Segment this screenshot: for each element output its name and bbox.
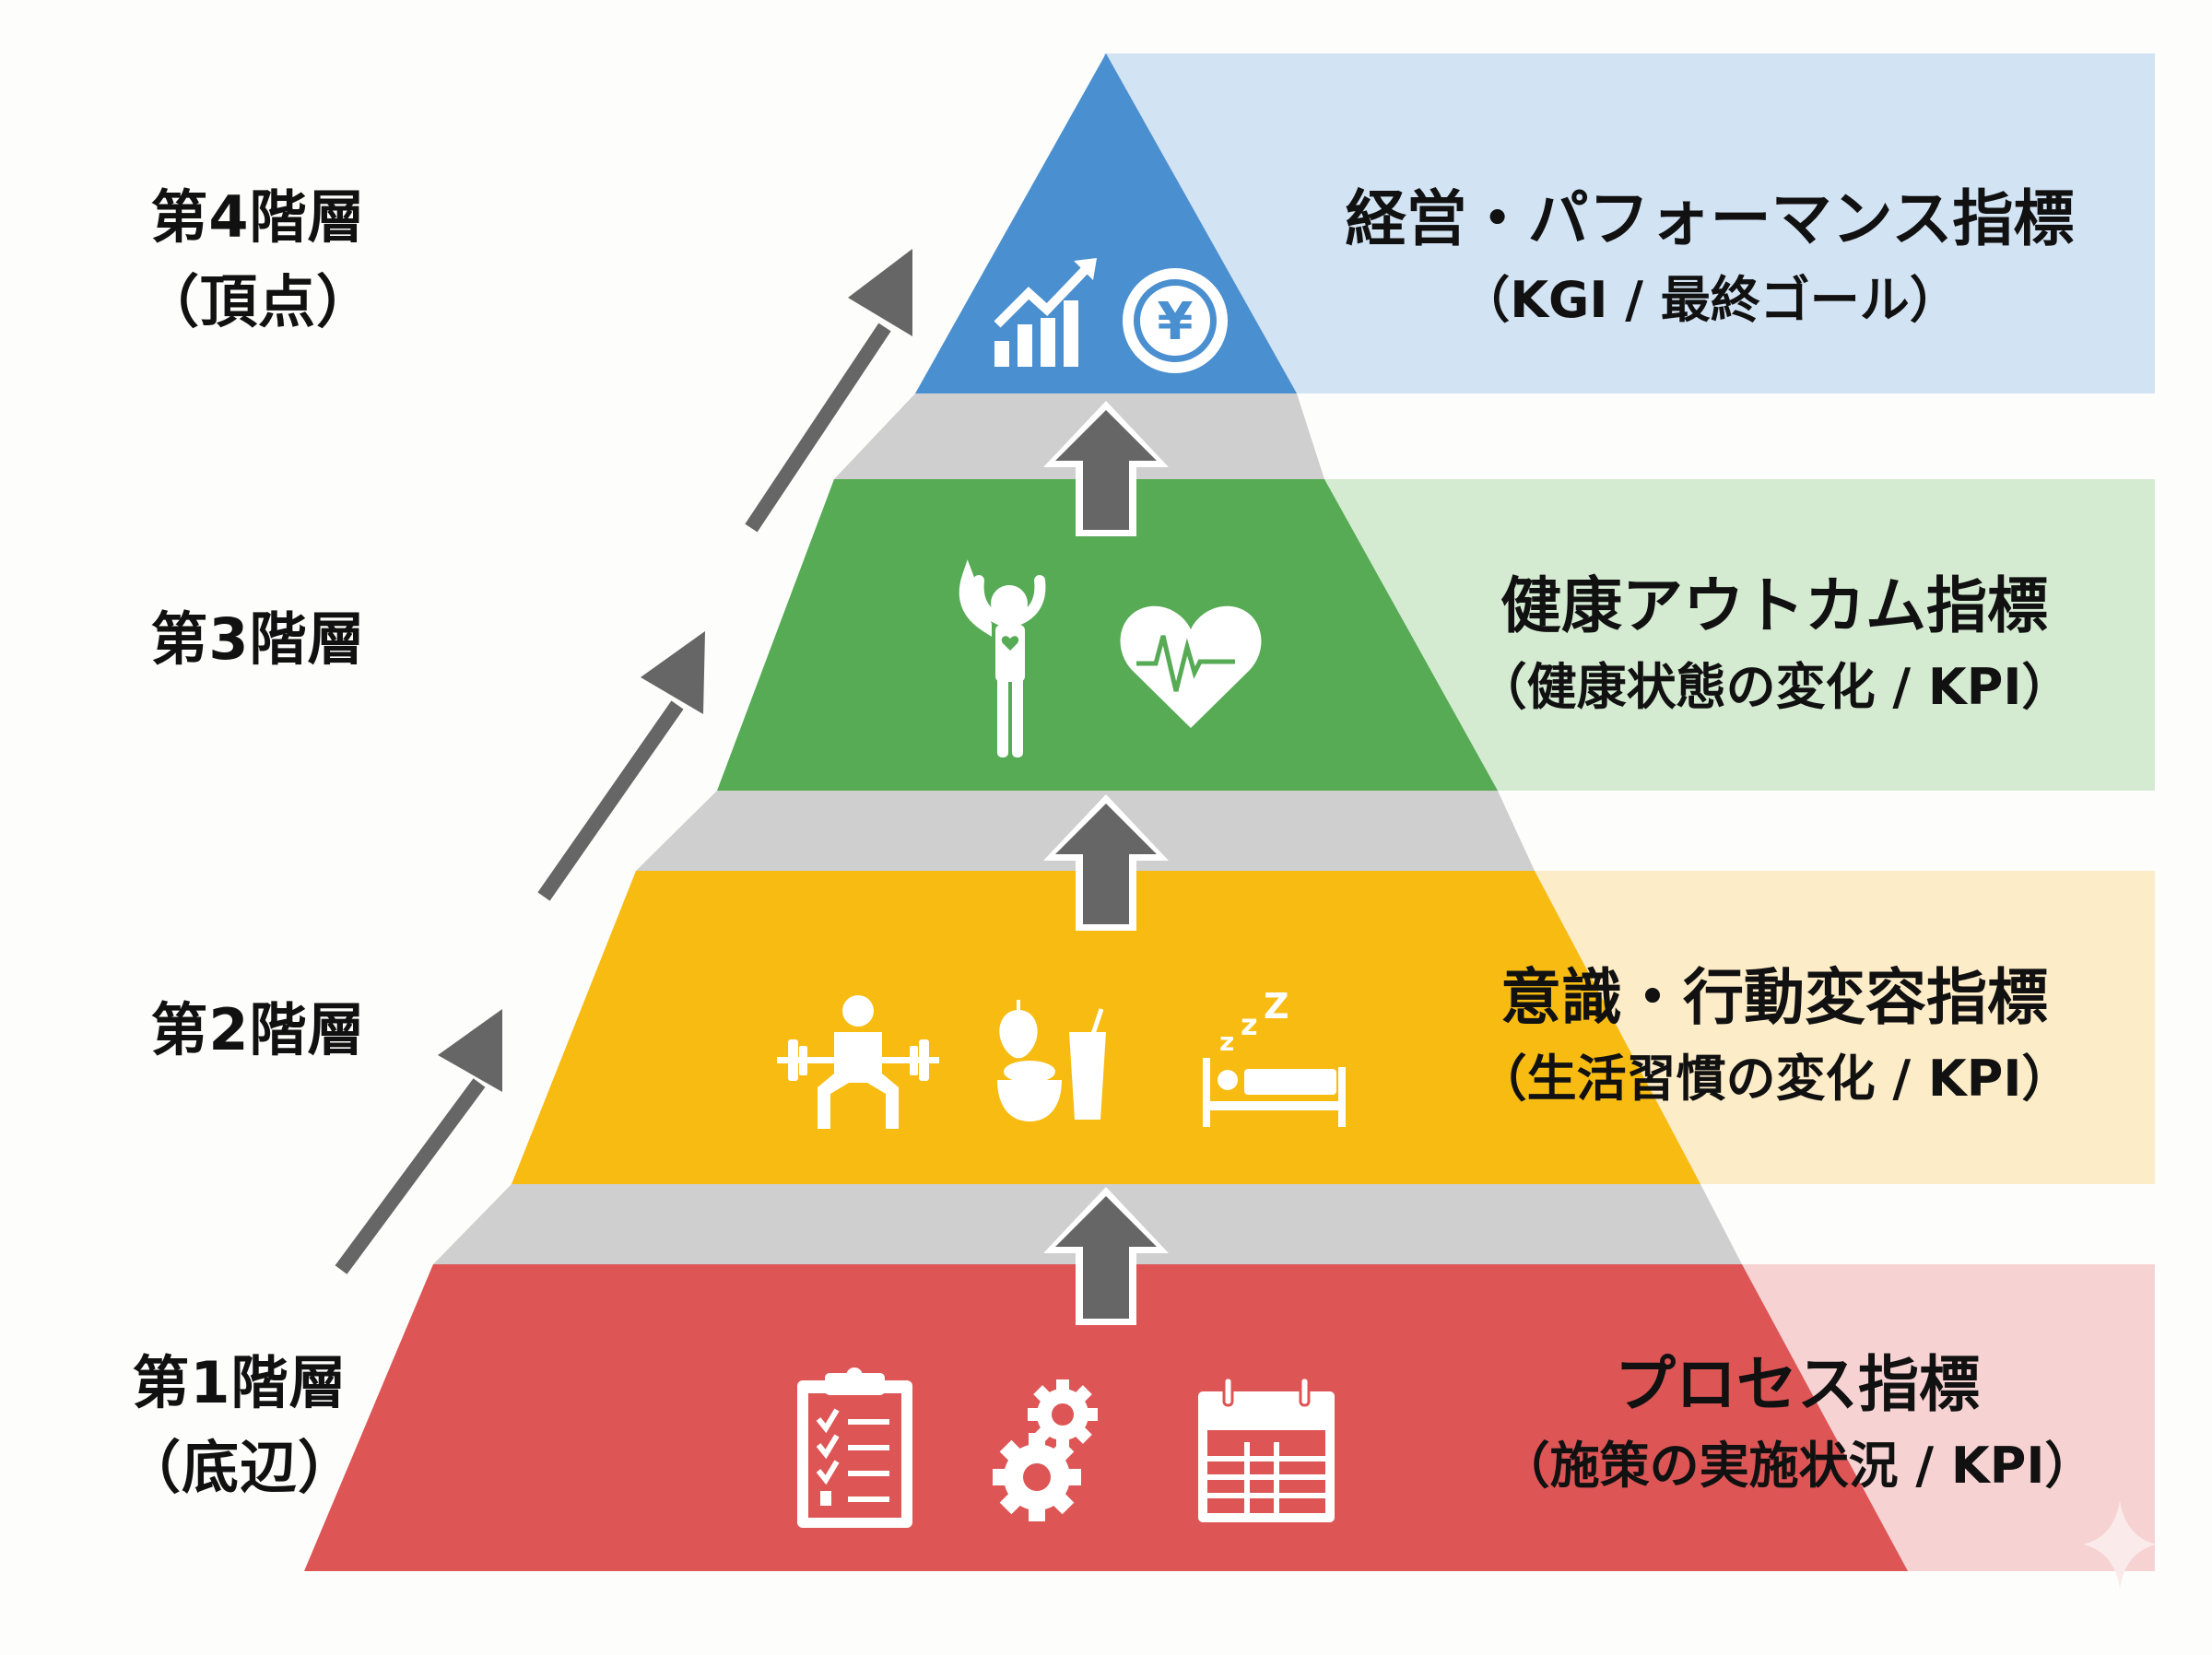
tier1-level-note: （底辺） xyxy=(123,1434,356,1501)
tier3-description: 健康アウトカム指標 （健康状態の変化 / KPI） xyxy=(1401,562,2147,724)
tier2-trapezoid xyxy=(512,871,1700,1184)
up-arrow-tier1-to-tier2 xyxy=(1043,1187,1169,1325)
svg-text:z: z xyxy=(1241,1007,1258,1042)
yen-coin-icon: ¥ xyxy=(1123,268,1228,373)
healthy-food-icon xyxy=(997,1000,1106,1121)
tier1-title: プロセス指標 xyxy=(1615,1349,1980,1420)
tier2-subtitle: （生活習慣の変化 / KPI） xyxy=(1477,1050,2072,1108)
sleep-icon: z z Z xyxy=(1203,986,1346,1127)
diagonal-arrow-3 xyxy=(745,249,912,533)
tier4-subtitle: （KGI / 最終ゴール） xyxy=(1460,271,1959,329)
tier1-trapezoid xyxy=(304,1264,1908,1571)
tier3-level-text: 第3階層 xyxy=(150,605,366,673)
gears-icon xyxy=(993,1379,1098,1521)
up-arrow-tier3-to-tier4 xyxy=(1043,401,1169,536)
sparkle-icon xyxy=(2083,1500,2157,1589)
tier1-subtitle: （施策の実施状況 / KPI） xyxy=(1500,1437,2095,1495)
diagonal-arrow-2 xyxy=(537,631,705,901)
tier4-description: 経営・パフォーマンス指標 （KGI / 最終ゴール） xyxy=(1272,175,2147,337)
bar-chart-growth-icon xyxy=(994,258,1097,367)
up-arrow-tier2-to-tier3 xyxy=(1043,794,1169,931)
tier2-level-text: 第2階層 xyxy=(150,996,366,1063)
diagonal-arrow-1 xyxy=(335,1009,502,1274)
tier4-level-label: 第4階層 （頂点） xyxy=(101,175,415,345)
healthy-person-icon xyxy=(959,559,1046,757)
tier3-title: 健康アウトカム指標 xyxy=(1500,570,2048,641)
tier2-title: 意識・行動変容指標 xyxy=(1500,962,2048,1033)
tier4-level-note: （頂点） xyxy=(141,268,374,335)
tier3-trapezoid xyxy=(717,479,1498,791)
svg-text:z: z xyxy=(1219,1027,1234,1057)
tier1-level-text: 第1階層 xyxy=(132,1349,347,1416)
weightlifting-icon xyxy=(777,995,939,1129)
tier2-description: 意識・行動変容指標 （生活習慣の変化 / KPI） xyxy=(1401,954,2147,1116)
tier2-level-label: 第2階層 xyxy=(101,988,415,1073)
tier4-background-band xyxy=(1104,53,2155,393)
svg-text:Z: Z xyxy=(1264,986,1289,1027)
tier4-level-text: 第4階層 xyxy=(150,183,366,251)
tier1-description: プロセス指標 （施策の実施状況 / KPI） xyxy=(1438,1341,2157,1503)
heartbeat-icon xyxy=(1120,605,1262,728)
calendar-icon xyxy=(1198,1376,1335,1522)
svg-text:¥: ¥ xyxy=(1158,292,1194,352)
tier3-level-label: 第3階層 xyxy=(101,597,415,682)
tier3-subtitle: （健康状態の変化 / KPI） xyxy=(1477,658,2072,716)
checklist-icon xyxy=(797,1367,912,1528)
tier1-level-label: 第1階層 （底辺） xyxy=(83,1341,396,1510)
tier4-title: 経営・パフォーマンス指標 xyxy=(1345,183,2075,254)
